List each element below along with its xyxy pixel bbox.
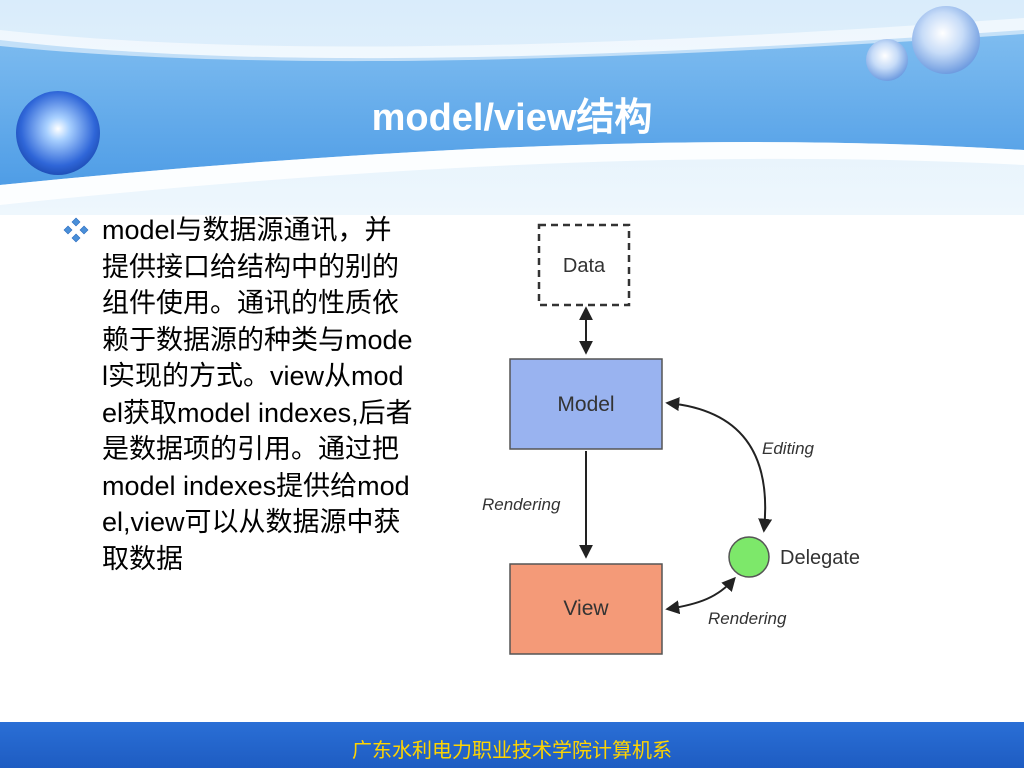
four-diamond-bullet-icon [63, 217, 89, 243]
decorative-sphere-icon [866, 39, 908, 81]
edge-model-view-label: Rendering [482, 495, 561, 514]
edge-delegate-view-label: Rendering [708, 609, 787, 628]
delegate-node: Delegate [728, 536, 860, 578]
decorative-sphere-icon [912, 6, 980, 74]
footer-bar: 广东水利电力职业技术学院计算机系 [0, 722, 1024, 768]
header-background [0, 0, 1024, 215]
data-node-label: Data [563, 255, 606, 277]
model-view-diagram: Data Model Rendering View Editing Delega… [482, 223, 860, 655]
view-node-label: View [563, 597, 609, 620]
edge-model-delegate [665, 397, 773, 533]
view-node: View [509, 563, 663, 655]
footer-text: 广东水利电力职业技术学院计算机系 [352, 738, 672, 762]
model-node-label: Model [557, 393, 614, 416]
decorative-sphere-icon [16, 91, 100, 175]
delegate-node-label: Delegate [780, 547, 860, 569]
bullet-text: model与数据源通讯，并提供接口给结构中的别的组件使用。通讯的性质依赖于数据源… [102, 215, 413, 574]
slide-title: model/view结构 [371, 97, 653, 139]
edge-model-delegate-label: Editing [762, 439, 815, 458]
edge-delegate-view [665, 576, 736, 615]
model-node: Model [509, 358, 663, 450]
data-node: Data [537, 223, 631, 307]
